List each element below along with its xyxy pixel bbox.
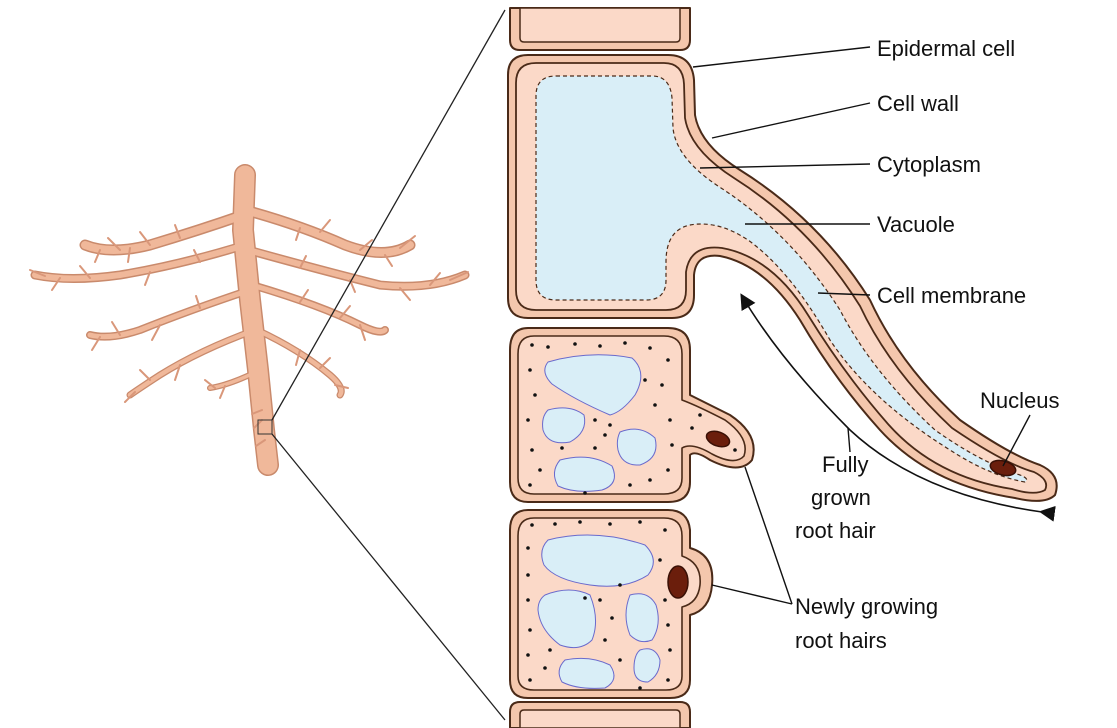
label-cell-wall: Cell wall bbox=[877, 91, 959, 116]
label-cell-membrane: Cell membrane bbox=[877, 283, 1026, 308]
label-nucleus: Nucleus bbox=[980, 388, 1059, 413]
magnified-cells bbox=[508, 8, 1057, 728]
label-newly-growing-line2: root hairs bbox=[795, 628, 887, 653]
cell-growing-root-hair-1 bbox=[510, 328, 754, 502]
label-epidermal-cell: Epidermal cell bbox=[877, 36, 1015, 61]
root-system-illustration bbox=[30, 175, 468, 465]
nucleus-growing-2 bbox=[668, 566, 688, 598]
cell-growing-root-hair-2 bbox=[510, 510, 712, 698]
label-fully-grown-line2: grown bbox=[811, 485, 871, 510]
label-fully-grown-line1: Fully bbox=[822, 452, 868, 477]
label-cytoplasm: Cytoplasm bbox=[877, 152, 981, 177]
label-vacuole: Vacuole bbox=[877, 212, 955, 237]
label-fully-grown-line3: root hair bbox=[795, 518, 876, 543]
label-newly-growing-line1: Newly growing bbox=[795, 594, 938, 619]
zoom-lines bbox=[272, 10, 505, 720]
